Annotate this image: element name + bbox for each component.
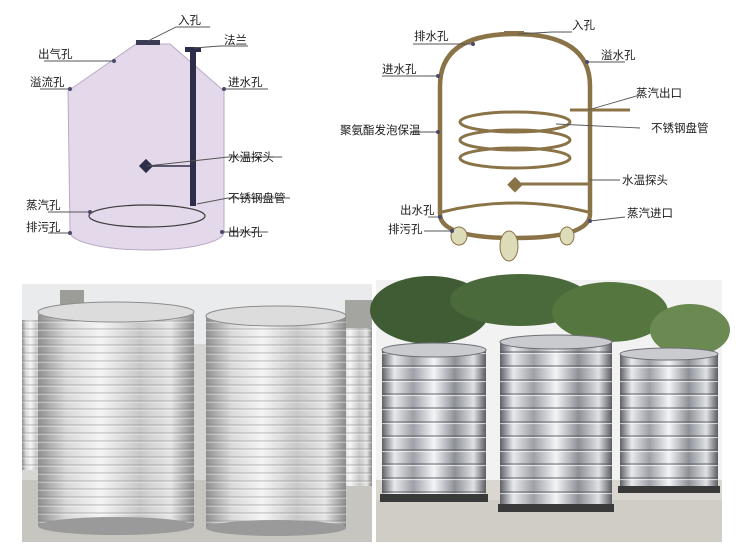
left-label-outlet: 出水孔 — [228, 225, 263, 239]
ribbed-tank-right — [206, 306, 346, 536]
left-label-temp-probe: 水温探头 — [228, 150, 274, 164]
left-label-drain: 排污孔 — [26, 220, 61, 234]
right-label-inlet: 进水孔 — [382, 62, 417, 76]
polished-tank-1 — [380, 343, 488, 502]
left-label-vent: 出气孔 — [38, 47, 73, 61]
left-label-inlet: 进水孔 — [228, 75, 263, 89]
left-label-flange: 法兰 — [224, 33, 247, 47]
right-tank-diagram: 入孔 排水孔 溢水孔 进水孔 蒸汽出口 聚氨酯发泡保温 不锈钢盘管 水温探头 出… — [340, 18, 709, 261]
polished-tank-3 — [618, 348, 720, 493]
right-label-insulation: 聚氨酯发泡保温 — [340, 123, 421, 137]
right-label-manhole: 入孔 — [572, 18, 595, 32]
left-label-stainless-coil: 不锈钢盘管 — [228, 191, 286, 205]
right-label-steam-in: 蒸汽进口 — [627, 206, 673, 220]
left-label-manhole: 入孔 — [178, 13, 201, 27]
polished-tank-2 — [498, 335, 614, 512]
photo-polished-tanks — [370, 274, 730, 542]
left-flange-pipe — [190, 50, 196, 206]
right-foot-center — [500, 231, 518, 261]
right-label-outlet: 出水孔 — [400, 203, 435, 217]
right-label-sewage: 排污孔 — [388, 222, 423, 236]
left-tank-diagram: 入孔 法兰 出气孔 溢流孔 进水孔 水温探头 不锈钢盘管 蒸汽孔 排污孔 出水孔 — [26, 13, 290, 250]
left-label-steam-hole: 蒸汽孔 — [26, 198, 61, 212]
right-label-overflow: 溢水孔 — [601, 48, 636, 62]
right-label-temp-probe: 水温探头 — [622, 173, 668, 187]
left-label-overflow: 溢流孔 — [30, 75, 65, 89]
photo-ribbed-tanks — [22, 284, 372, 542]
right-label-steam-out: 蒸汽出口 — [636, 86, 682, 100]
right-label-drain-hole: 排水孔 — [414, 29, 449, 43]
right-foot-right — [560, 227, 574, 245]
right-label-stainless-coil: 不锈钢盘管 — [651, 121, 709, 135]
ribbed-tank-left — [38, 302, 194, 535]
